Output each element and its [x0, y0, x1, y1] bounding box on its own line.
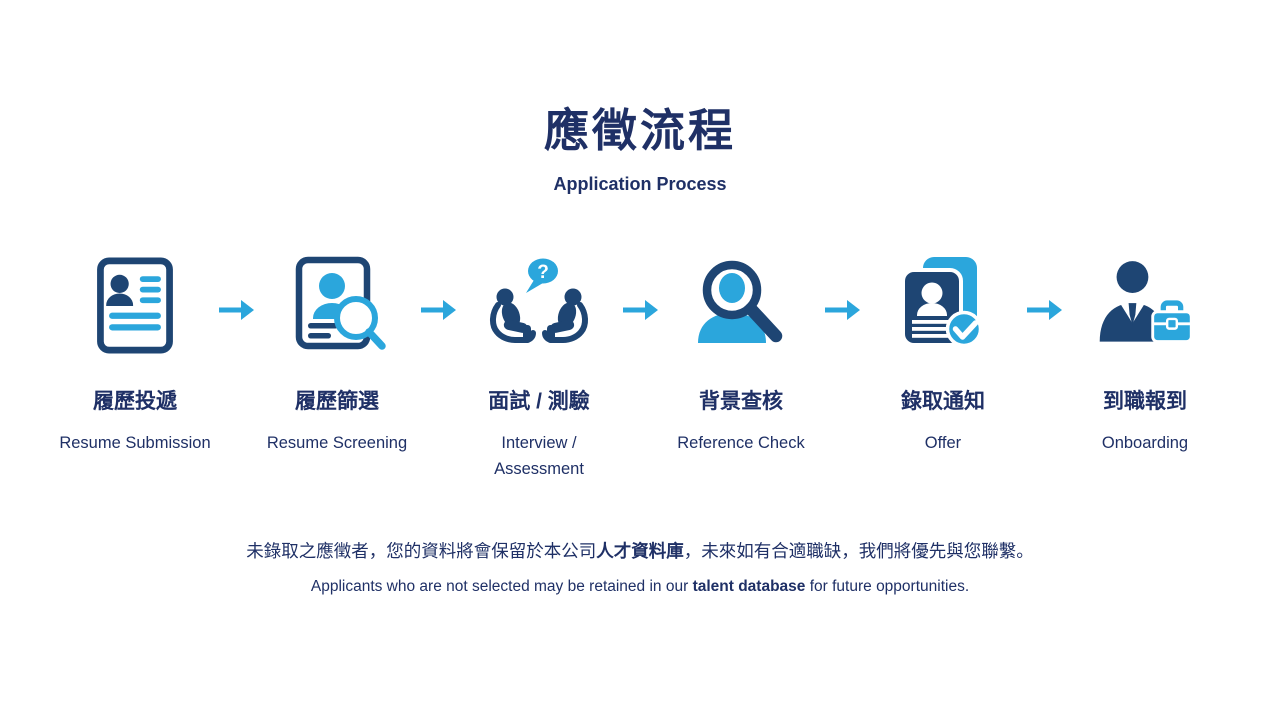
- svg-text:?: ?: [537, 262, 549, 283]
- step-label-en: Offer: [924, 434, 962, 452]
- page-title: 應徵流程: [543, 105, 736, 156]
- resume-magnifier-icon: [281, 253, 393, 357]
- footer-zh-talent-database: 人才資料庫: [596, 541, 684, 562]
- step-resume-submission: 履歷投遞 Resume Submission: [56, 253, 214, 457]
- step-label-zh: 到職報到: [1103, 390, 1187, 413]
- arrow-right-icon: [618, 297, 662, 323]
- process-steps-row: 履歷投遞 Resume Submission: [0, 253, 1280, 482]
- id-card-check-icon: [887, 253, 999, 357]
- step-label-en: Interview / Assessment: [494, 434, 584, 478]
- step-label-zh: 面試 / 測驗: [488, 390, 590, 413]
- page-subtitle: Application Process: [553, 174, 727, 194]
- step-onboarding: 到職報到 Onboarding: [1066, 253, 1224, 457]
- interview-speech-bubble-icon: ?: [483, 253, 595, 357]
- step-reference-check: 背景查核 Reference Check: [662, 253, 820, 457]
- step-label-zh: 背景查核: [699, 390, 783, 413]
- arrow-right-icon: [1022, 297, 1066, 323]
- footer-zh-text-after: ，未來如有合適職缺，我們將優先與您聯繫。: [683, 541, 1034, 562]
- person-magnifier-icon: [685, 253, 797, 357]
- footer-en-text-after: for future opportunities.: [805, 578, 970, 596]
- arrow-right-icon: [820, 297, 864, 323]
- resume-document-icon: [79, 253, 191, 357]
- step-offer: 錄取通知 Offer: [864, 253, 1022, 457]
- step-interview-assessment: ? 面試 / 測驗 Interview / Assessment: [460, 253, 618, 482]
- step-label-zh: 履歷篩選: [295, 390, 379, 413]
- businessman-briefcase-icon: [1089, 253, 1201, 357]
- arrow-right-icon: [214, 297, 258, 323]
- step-label-zh: 錄取通知: [901, 390, 985, 413]
- footer-note-en: Applicants who are not selected may be r…: [0, 578, 1280, 596]
- step-label-en: Resume Screening: [266, 434, 408, 452]
- footer-note-zh: 未錄取之應徵者，您的資料將會保留於本公司人才資料庫，未來如有合適職缺，我們將優先…: [0, 538, 1280, 563]
- arrow-right-icon: [416, 297, 460, 323]
- step-resume-screening: 履歷篩選 Resume Screening: [258, 253, 416, 457]
- footer-notes: 未錄取之應徵者，您的資料將會保留於本公司人才資料庫，未來如有合適職缺，我們將優先…: [0, 538, 1280, 596]
- footer-en-text-before: Applicants who are not selected may be r…: [310, 578, 693, 596]
- step-label-zh: 履歷投遞: [93, 390, 177, 413]
- footer-en-talent-database: talent database: [692, 578, 806, 596]
- step-label-en: Resume Submission: [59, 434, 211, 452]
- footer-zh-text-before: 未錄取之應徵者，您的資料將會保留於本公司: [246, 541, 597, 562]
- step-label-en: Reference Check: [677, 434, 805, 452]
- step-label-en: Onboarding: [1101, 434, 1189, 452]
